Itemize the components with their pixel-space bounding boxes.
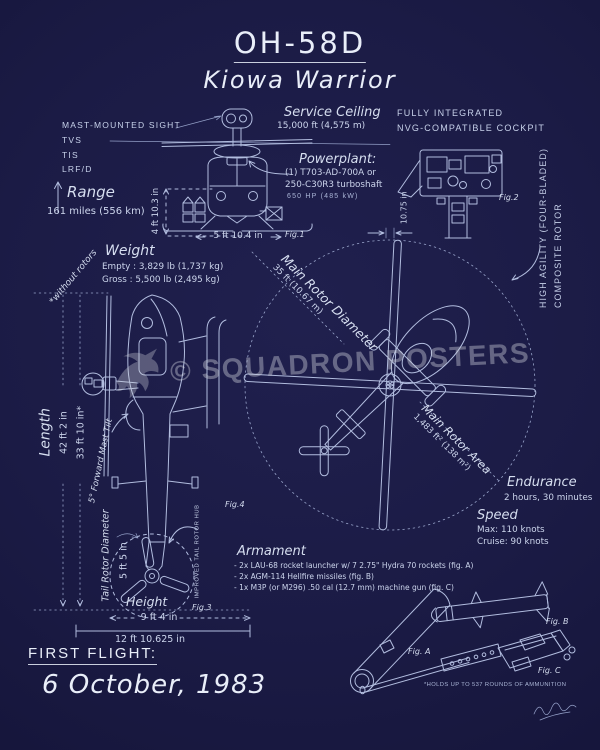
weight-empty-value: Empty : 3,829 lb (1,737 kg) [102, 262, 224, 272]
rotor-agility-line-2: COMPOSITE ROTOR [553, 203, 563, 308]
length-total-dimension: 42 ft 2 in [58, 411, 70, 454]
height-label: Height [126, 594, 168, 609]
powerplant-line-3: 650 HP (485 kW) [287, 193, 359, 200]
cockpit-figure-label: Fig.2 [499, 193, 519, 202]
cockpit-panel-drawing [397, 149, 503, 239]
cockpit-note-line-2: NVG-COMPATIBLE COCKPIT [397, 123, 546, 133]
figure-c-label: Fig. C [538, 666, 561, 675]
sensor-lrfd-label: LRF/D [62, 164, 93, 174]
hellfire-missile-drawing [430, 581, 550, 629]
powerplant-line-1: (1) T703-AD-700A or [285, 168, 376, 178]
armament-item-3: - 1x M3P (or M296) .50 cal (12.7 mm) mac… [234, 583, 454, 592]
title-text: OH-58D [233, 26, 367, 63]
first-flight-label-text: FIRST FLIGHT: [28, 645, 158, 665]
powerplant-label: Powerplant: [299, 152, 377, 167]
watermark: © SQUADRON POSTERS [113, 327, 531, 401]
cockpit-note-line-1: FULLY INTEGRATED [397, 108, 504, 118]
endurance-value: 2 hours, 30 minutes [504, 493, 593, 503]
service-ceiling-label: Service Ceiling [284, 105, 381, 120]
page-title: OH-58D [233, 26, 367, 63]
watermark-eagle-icon [116, 348, 159, 399]
length-fuselage-dimension: 33 ft 10 in* [75, 405, 87, 460]
top-view-figure-label: Fig.4 [225, 500, 245, 509]
armament-item-1: - 2x LAU-68 rocket launcher w/ 7 2.75" H… [234, 561, 474, 570]
blade-chord-dimension: 10.75 in [399, 191, 409, 225]
tail-rotor-diameter-label: Tail Rotor Diameter [100, 509, 112, 602]
ammo-capacity-note: *HOLDS UP TO 537 ROUNDS OF AMMUNITION [424, 682, 567, 688]
first-flight-date: 6 October, 1983 [42, 670, 267, 700]
speed-cruise-value: Cruise: 90 knots [477, 537, 549, 547]
page-subtitle: Kiowa Warrior [203, 66, 397, 94]
armament-label: Armament [237, 544, 306, 559]
front-view-dimensions [163, 188, 282, 240]
watermark-text: © SQUADRON POSTERS [169, 337, 531, 387]
top-view-drawing [243, 227, 541, 531]
tail-rotor-drawing [109, 526, 198, 619]
first-flight-label: FIRST FLIGHT: [28, 645, 158, 665]
figure-a-label: Fig. A [408, 647, 431, 656]
length-label: Length [37, 407, 54, 457]
speed-max-value: Max: 110 knots [477, 525, 545, 535]
signature-mark [533, 702, 577, 721]
height-skid-dimension: 9 ft 4 in [140, 612, 178, 623]
endurance-label: Endurance [507, 475, 577, 490]
front-height-dimension: 4 ft 10.3 in [150, 187, 161, 235]
service-ceiling-value: 15,000 ft (4,575 m) [277, 121, 366, 131]
height-dimension-lines [75, 615, 251, 638]
sensor-tvs-label: TVS [62, 135, 83, 145]
rotor-agility-note: HIGH AGILITY (FOUR-BLADED) COMPOSITE ROT… [536, 118, 566, 308]
speed-label: Speed [477, 508, 518, 523]
machine-gun-drawing [359, 629, 576, 695]
range-label: Range [67, 183, 115, 201]
tail-rotor-diameter-value: 5 ft 5 in [118, 542, 130, 579]
armament-item-2: - 2x AGM-114 Hellfire missiles (fig. B) [234, 572, 374, 581]
weight-label: Weight [105, 243, 155, 259]
front-width-dimension: 5 ft 10.4 in [213, 231, 263, 241]
sensor-tis-label: TIS [62, 150, 79, 160]
leader-arrows [54, 115, 391, 213]
front-view-figure-label: Fig.1 [285, 230, 305, 239]
tail-rotor-hub-note: IMPROVED TAIL ROTOR HUB [194, 504, 201, 599]
side-view-drawing [81, 294, 227, 567]
powerplant-line-2: 250-C30R3 turboshaft [285, 180, 383, 190]
cockpit-note: FULLY INTEGRATED NVG-COMPATIBLE COCKPIT [397, 106, 545, 136]
weight-gross-value: Gross : 5,500 lb (2,495 kg) [102, 275, 220, 285]
front-view-drawing [161, 108, 313, 232]
rotor-agility-line-1: HIGH AGILITY (FOUR-BLADED) [538, 147, 548, 308]
height-overall-dimension: 12 ft 10.625 in [115, 634, 185, 645]
length-dimension-lines [33, 292, 251, 611]
figure-b-label: Fig. B [546, 617, 569, 626]
range-value: 161 miles (556 km) [47, 206, 145, 217]
mast-mounted-sight-label: MAST-MOUNTED SIGHT [62, 120, 181, 130]
tail-rotor-figure-label: Fig.3 [192, 603, 212, 612]
